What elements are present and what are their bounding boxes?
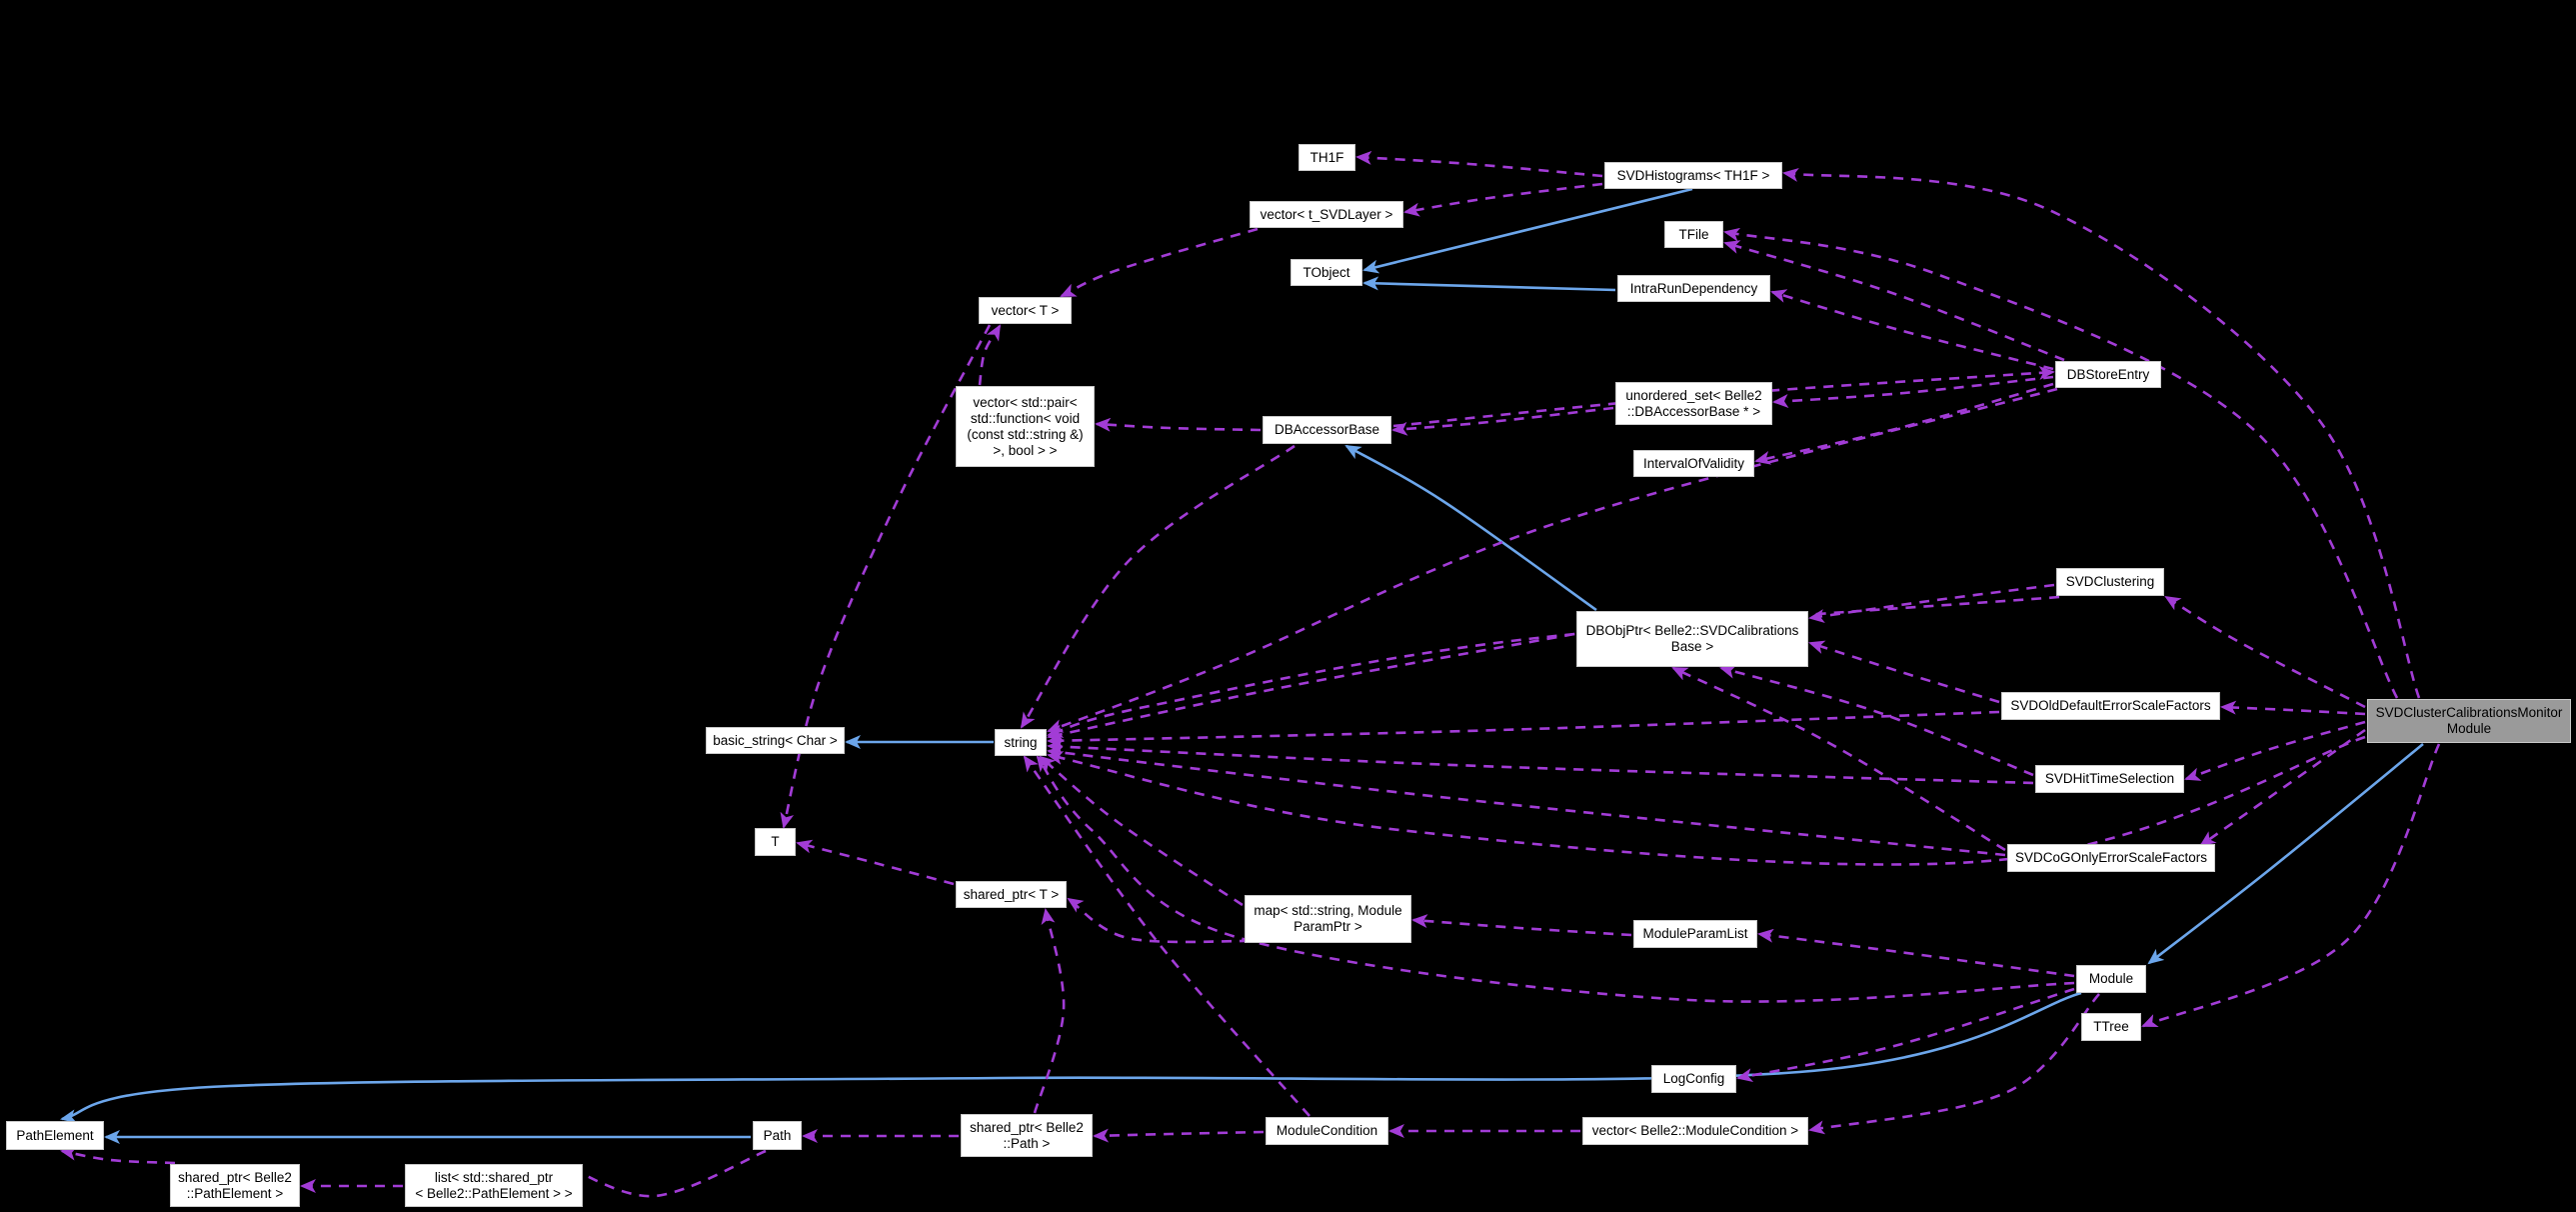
edge-svdclustering-to-string: [1047, 595, 2060, 738]
edge-vector-pair-callback-to-vector-t: [978, 324, 1002, 386]
edge-vector-tsvdlayer-to-vector-t: [1060, 227, 1259, 298]
edge-svdolddefaulterrorscalefactors-to-dbobjptr-svdcalibrationsbase: [1808, 640, 2000, 704]
edge-vector-t-to-t: [780, 324, 992, 829]
class-node-svdhistograms[interactable]: SVDHistograms< TH1F >: [1604, 162, 1782, 189]
edge-svdclustercalibrationsmonitormodule-to-svdolddefaulterrorscalefactors: [2220, 700, 2366, 716]
class-node-unordered-set-dbaccessorbase[interactable]: unordered_set< Belle2 ::DBAccessorBase *…: [1615, 382, 1772, 425]
edge-svdclustercalibrationsmonitormodule-to-svdclustering: [2164, 595, 2366, 709]
class-node-module[interactable]: Module: [2076, 965, 2146, 993]
class-node-intervalofvalidity[interactable]: IntervalOfValidity: [1633, 450, 1754, 477]
class-node-ttree[interactable]: TTree: [2081, 1013, 2141, 1041]
edge-module-to-string: [1036, 755, 2075, 1003]
class-node-dbaccessorbase[interactable]: DBAccessorBase: [1263, 416, 1391, 444]
class-node-shared-ptr-path[interactable]: shared_ptr< Belle2 ::Path >: [961, 1114, 1093, 1157]
class-node-pathelement[interactable]: PathElement: [6, 1121, 104, 1150]
edge-modulecondition-to-string: [1023, 755, 1310, 1117]
class-node-shared-ptr-pathelement[interactable]: shared_ptr< Belle2 ::PathElement >: [170, 1164, 300, 1207]
class-node-svdcogonlyerrorscalefactors[interactable]: SVDCoGOnlyErrorScaleFactors: [2007, 844, 2215, 872]
edge-map-string-moduleparamptr-to-shared-ptr-t: [1067, 897, 1251, 944]
class-node-tobject[interactable]: TObject: [1290, 259, 1362, 286]
class-node-shared-ptr-t[interactable]: shared_ptr< T >: [956, 881, 1067, 908]
edge-intrarundependency-to-tobject: [1362, 276, 1616, 292]
class-node-dbobjptr-svdcalibrationsbase[interactable]: DBObjPtr< Belle2::SVDCalibrations Base >: [1576, 611, 1808, 667]
edge-dbstoreentry-to-string: [1047, 387, 2058, 733]
edge-module-to-logconfig: [1736, 987, 2075, 1083]
class-node-vector-pair-callback[interactable]: vector< std::pair< std::function< void (…: [956, 386, 1095, 467]
class-node-svdhittimeselection[interactable]: SVDHitTimeSelection: [2035, 765, 2184, 793]
class-node-list-shared-ptr-pathelement[interactable]: list< std::shared_ptr < Belle2::PathElem…: [405, 1164, 583, 1207]
edge-dbstoreentry-to-unordered-set-dbaccessorbase: [1772, 375, 2054, 409]
edge-dbaccessorbase-to-string: [1020, 444, 1295, 729]
class-node-modulecondition[interactable]: ModuleCondition: [1266, 1117, 1388, 1145]
edge-module-to-vector-modulecondition: [1808, 993, 2100, 1135]
edge-svdclustercalibrationsmonitormodule-to-svdhistograms: [1782, 167, 2421, 699]
edge-svdclustercalibrationsmonitormodule-to-ttree: [2141, 743, 2441, 1028]
class-node-vector-modulecondition[interactable]: vector< Belle2::ModuleCondition >: [1582, 1117, 1808, 1145]
edge-svdhittimeselection-to-dbobjptr-svdcalibrationsbase: [1719, 665, 2034, 777]
class-node-intrarundependency[interactable]: IntraRunDependency: [1617, 275, 1770, 302]
edge-svdhistograms-to-tobject: [1362, 187, 1693, 274]
class-node-vector-tsvdlayer[interactable]: vector< t_SVDLayer >: [1250, 201, 1403, 228]
class-node-logconfig[interactable]: LogConfig: [1651, 1065, 1736, 1093]
edge-svdclustercalibrationsmonitormodule-to-module: [2147, 742, 2424, 965]
class-node-svdolddefaulterrorscalefactors[interactable]: SVDOldDefaultErrorScaleFactors: [2001, 692, 2220, 720]
edge-moduleparamlist-to-map-string-moduleparamptr: [1411, 914, 1632, 937]
class-node-svdclustering[interactable]: SVDClustering: [2056, 568, 2164, 596]
class-node-basic-string-char[interactable]: basic_string< Char >: [706, 727, 845, 754]
class-node-vector-t[interactable]: vector< T >: [979, 297, 1072, 324]
edge-svdhistograms-to-vector-tsvdlayer: [1403, 182, 1603, 217]
edge-shared-ptr-path-to-shared-ptr-t: [1033, 908, 1066, 1114]
edge-svdclustering-to-dbobjptr-svdcalibrationsbase: [1808, 583, 2055, 623]
edge-dbobjptr-svdcalibrationsbase-to-dbaccessorbase: [1344, 444, 1597, 612]
edge-modulecondition-to-shared-ptr-path: [1093, 1128, 1265, 1143]
edge-svdclustercalibrationsmonitormodule-to-tfile: [1723, 227, 2399, 699]
edge-dbstoreentry-to-tfile: [1723, 240, 2065, 362]
edge-unordered-set-dbaccessorbase-to-dbaccessorbase: [1391, 406, 1614, 436]
edge-svdcogonlyerrorscalefactors-to-string: [1047, 745, 2006, 857]
class-node-moduleparamlist[interactable]: ModuleParamList: [1633, 920, 1757, 948]
class-node-string[interactable]: string: [995, 729, 1047, 756]
class-node-svdclustercalibrationsmonitormodule: SVDClusterCalibrationsMonitor Module: [2367, 699, 2571, 743]
class-node-tfile[interactable]: TFile: [1664, 221, 1723, 248]
edge-dbstoreentry-to-intrarundependency: [1770, 289, 2054, 371]
edge-dbobjptr-svdcalibrationsbase-to-string: [1047, 632, 1575, 741]
class-node-t[interactable]: T: [755, 828, 796, 856]
class-node-path[interactable]: Path: [753, 1121, 802, 1150]
edge-map-string-moduleparamptr-to-string: [1039, 755, 1244, 907]
class-node-map-string-moduleparamptr[interactable]: map< std::string, Module ParamPtr >: [1245, 895, 1411, 943]
edge-path-to-list-shared-ptr-pathelement: [564, 1149, 767, 1198]
edge-dbstoreentry-to-intervalofvalidity: [1754, 382, 2054, 465]
edge-shared-ptr-t-to-t: [796, 839, 955, 886]
edge-dbaccessorbase-to-vector-pair-callback: [1095, 417, 1262, 432]
edge-group: [60, 150, 2441, 1198]
edge-module-to-pathelement: [60, 991, 2082, 1124]
edge-module-to-moduleparamlist: [1757, 928, 2075, 978]
class-node-dbstoreentry[interactable]: DBStoreEntry: [2055, 361, 2161, 388]
class-node-th1f[interactable]: TH1F: [1298, 144, 1355, 171]
edge-svdclustercalibrationsmonitormodule-to-svdhittimeselection: [2184, 720, 2366, 781]
edge-svdhistograms-to-th1f: [1355, 150, 1603, 178]
edge-svdhittimeselection-to-string: [1047, 739, 2034, 785]
